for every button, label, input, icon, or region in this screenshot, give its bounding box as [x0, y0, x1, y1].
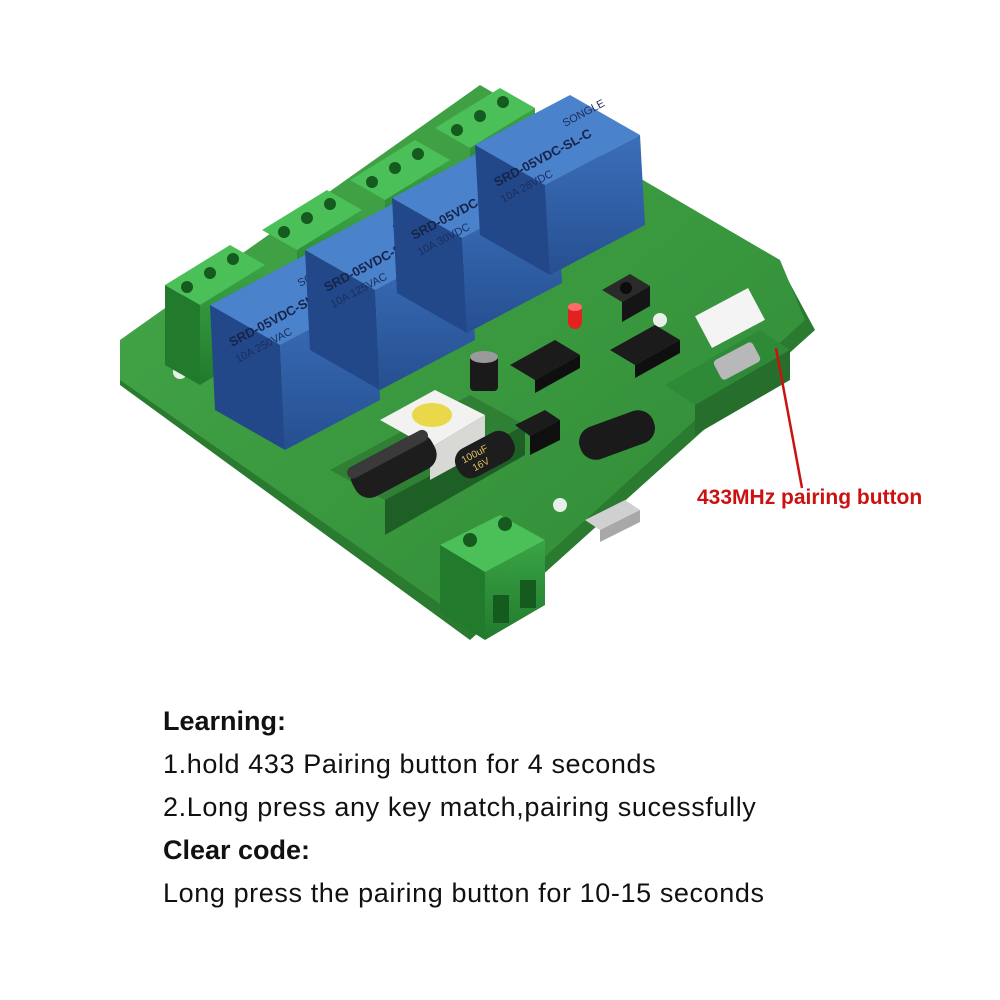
pairing-button-callout: 433MHz pairing button [697, 486, 923, 509]
regulator [515, 410, 560, 455]
red-led [568, 303, 582, 329]
relay-board-photo: SRD-05VDC-SL-C 10A 250VAC SONGLE SRD-05V… [120, 85, 815, 640]
clear-code-text: Long press the pairing button for 10-15 … [163, 878, 765, 908]
micro-usb-port [585, 500, 640, 542]
capacitor: 100uF 16V [454, 430, 515, 479]
tactile-button [602, 274, 650, 322]
power-terminal-block [440, 515, 545, 640]
chip-ic-2 [610, 325, 680, 378]
instructions-block: Learning: 1.hold 433 Pairing button for … [163, 700, 983, 915]
chip-ic-1 [510, 340, 580, 393]
learning-heading: Learning: [163, 706, 287, 736]
relay-4: SRD-05VDC-SL-C 10A 28VDC SONGLE [475, 95, 645, 275]
clear-code-heading: Clear code: [163, 835, 311, 865]
learning-step-1: 1.hold 433 Pairing button for 4 seconds [163, 749, 657, 779]
power-module: 100uF 16V [330, 390, 525, 535]
rf-module [665, 288, 790, 435]
electrolytic-capacitor [470, 351, 498, 391]
antenna-coil [579, 410, 655, 460]
callout-line [774, 347, 804, 489]
learning-step-2: 2.Long press any key match,pairing suces… [163, 792, 757, 822]
